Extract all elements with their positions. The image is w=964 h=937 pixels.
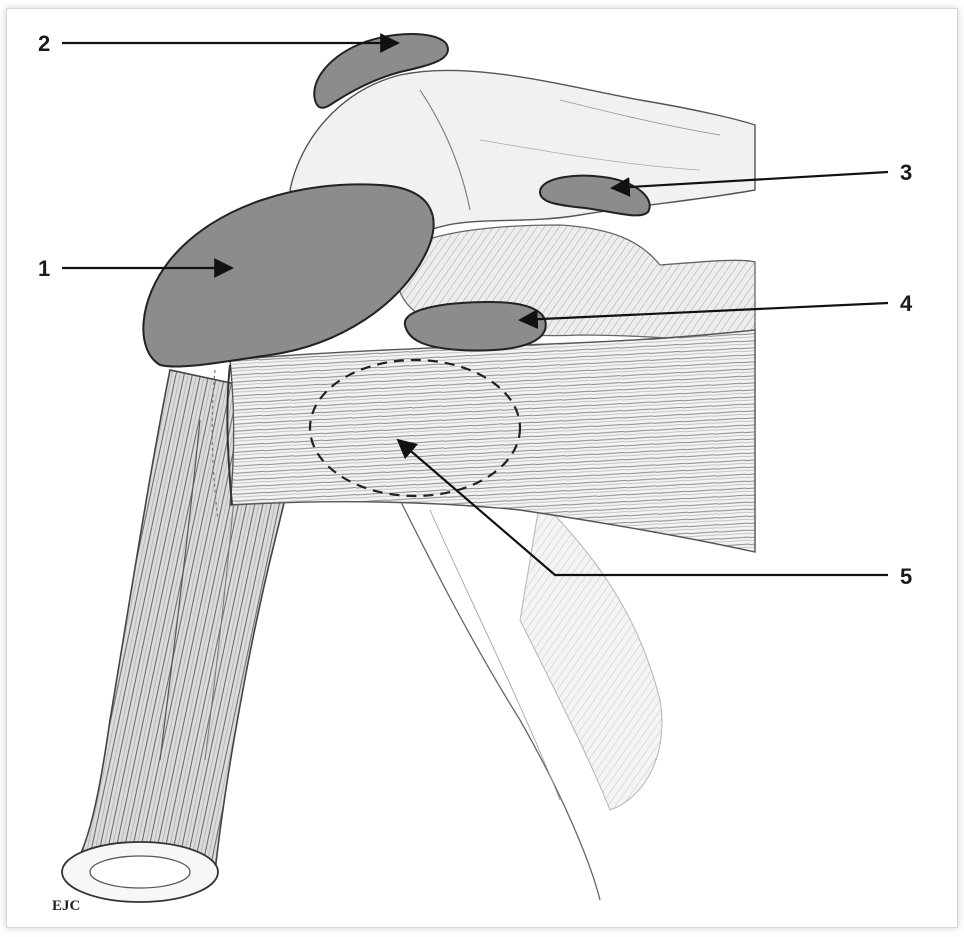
- callout-label-4: 4: [900, 291, 913, 316]
- highlight-region-4: [405, 302, 546, 350]
- scapula-sketch: [400, 500, 662, 900]
- highlight-region-1: [143, 184, 433, 366]
- callout-label-5: 5: [900, 564, 912, 589]
- callout-label-1: 1: [38, 256, 50, 281]
- artist-signature: EJC: [52, 898, 80, 914]
- callout-label-3: 3: [900, 160, 912, 185]
- callout-label-2: 2: [38, 31, 50, 56]
- tendon-band: [212, 330, 755, 552]
- humerus-cut-end: [62, 842, 218, 902]
